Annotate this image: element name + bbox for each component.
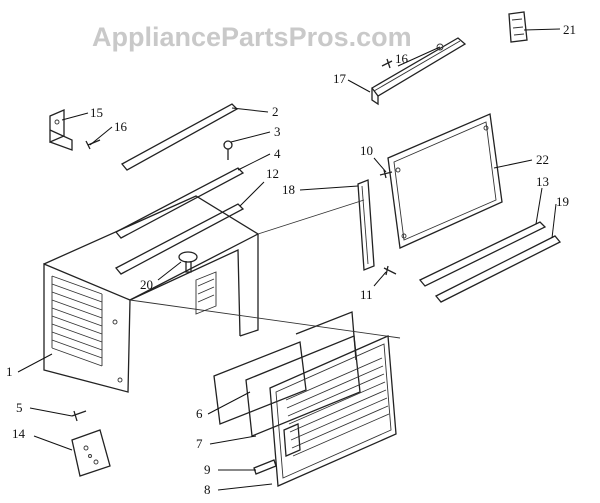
part-21-foam-block (508, 11, 528, 43)
label-17: 17 (333, 71, 347, 86)
label-22: 22 (536, 152, 549, 167)
label-1: 1 (6, 364, 13, 379)
label-18: 18 (282, 182, 295, 197)
label-8: 8 (204, 482, 211, 497)
label-5: 5 (16, 400, 23, 415)
label-14: 14 (12, 426, 26, 441)
part-14-bracket-plate (71, 429, 111, 477)
label-6: 6 (196, 406, 203, 421)
part-22-rear-panel (387, 113, 503, 249)
part-16-screw-bracket (85, 139, 101, 150)
grille-louvers (285, 357, 390, 457)
callout-leaders (17, 28, 561, 491)
part-8-front-grille (269, 335, 397, 487)
part-2-strip (120, 103, 239, 171)
part-12-strip (114, 203, 245, 275)
part-19-strip (434, 235, 562, 303)
part-4-strip (114, 167, 245, 239)
part-17-top-rail (371, 37, 467, 106)
label-3: 3 (274, 124, 281, 139)
label-12: 12 (266, 166, 279, 181)
callout-labels: 21 16 17 15 16 2 3 4 12 18 10 11 22 13 1… (6, 22, 576, 497)
label-11: 11 (360, 287, 373, 302)
part-7-panel (245, 311, 361, 437)
label-2: 2 (272, 104, 279, 119)
label-9: 9 (204, 462, 211, 477)
label-15: 15 (90, 105, 103, 120)
part-3-screw (223, 140, 233, 160)
part-6-filter (213, 341, 307, 425)
label-20: 20 (140, 277, 153, 292)
label-16-bracket: 16 (114, 119, 128, 134)
label-19: 19 (556, 194, 569, 209)
watermark-text: AppliancePartsPros.com (92, 22, 412, 52)
part-1-cabinet (43, 195, 260, 393)
part-20-knob (178, 251, 198, 273)
label-21: 21 (563, 22, 576, 37)
label-7: 7 (196, 436, 203, 451)
label-16-top: 16 (395, 51, 409, 66)
part-16-screw-top (381, 58, 393, 69)
label-4: 4 (274, 146, 281, 161)
part-9-strip (253, 459, 277, 475)
part-13-strip (418, 221, 547, 287)
assembly-line-b (257, 199, 365, 235)
label-13: 13 (536, 174, 549, 189)
part-11-screw (383, 265, 397, 276)
label-10: 10 (360, 143, 373, 158)
part-18-channel (357, 179, 375, 271)
cabinet-louvers (51, 275, 103, 367)
assembly-line-a (129, 299, 401, 339)
part-5-screw (71, 410, 87, 422)
part-15-bracket (49, 109, 73, 151)
